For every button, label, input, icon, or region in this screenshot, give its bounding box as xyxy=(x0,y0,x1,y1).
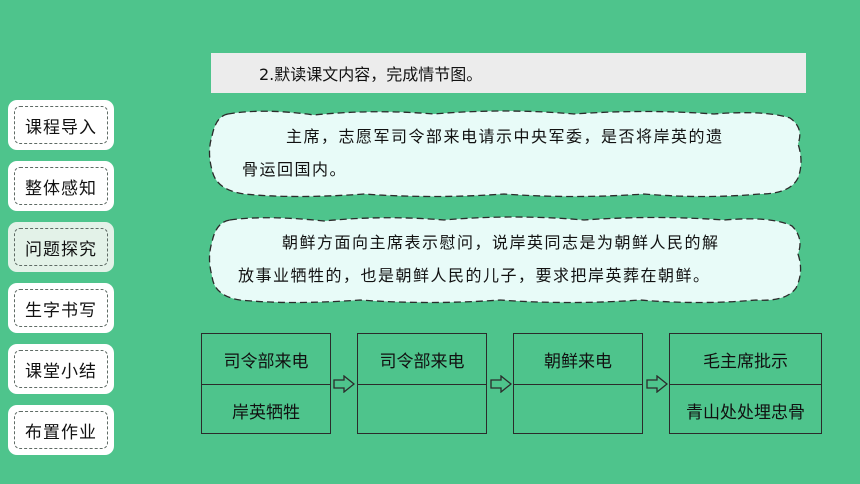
right-arrow-icon xyxy=(490,375,512,393)
quote-bubble-2: 朝鲜方面向主席表示慰问，说岸英同志是为朝鲜人民的解 放事业牺牲的，也是朝鲜人民的… xyxy=(204,212,808,306)
bubble-2-line-1: 朝鲜方面向主席表示慰问，说岸英同志是为朝鲜人民的解 xyxy=(282,233,720,252)
task-title-bar: 2.默读课文内容，完成情节图。 xyxy=(211,53,806,93)
nav-item-label: 问题探究 xyxy=(25,239,97,260)
flow-divider xyxy=(358,384,486,385)
bubble-2-line-2: 放事业牺牲的，也是朝鲜人民的儿子，要求把岸英葬在朝鲜。 xyxy=(238,266,711,285)
bubble-shape xyxy=(208,216,802,304)
flow-box-3-bottom[interactable] xyxy=(514,385,642,435)
bubble-1-line-2: 骨运回国内。 xyxy=(242,160,348,179)
task-title: 2.默读课文内容，完成情节图。 xyxy=(259,65,483,84)
nav-item-homework[interactable]: 布置作业 xyxy=(8,405,114,455)
flow-box-3-top: 朝鲜来电 xyxy=(544,351,612,372)
flow-box-1: 司令部来电 岸英牺牲 xyxy=(201,333,331,434)
flow-box-4-top: 毛主席批示 xyxy=(703,351,788,372)
bubble-1-line-1: 主席，志愿军司令部来电请示中央军委，是否将岸英的遗 xyxy=(286,127,724,146)
nav-item-problem-inquiry[interactable]: 问题探究 xyxy=(8,222,114,272)
nav-item-label: 课程导入 xyxy=(25,117,97,138)
nav-item-label: 生字书写 xyxy=(25,300,97,321)
nav-item-character-writing[interactable]: 生字书写 xyxy=(8,283,114,333)
flow-box-4-bottom: 青山处处埋忠骨 xyxy=(686,402,805,423)
flow-box-1-top: 司令部来电 xyxy=(223,351,309,372)
flow-divider xyxy=(202,384,330,385)
right-arrow-icon xyxy=(646,375,668,393)
nav-item-course-intro[interactable]: 课程导入 xyxy=(8,100,114,150)
flow-divider xyxy=(670,384,821,385)
right-arrow-icon xyxy=(333,375,355,393)
bubble-shape xyxy=(208,110,802,198)
flow-divider xyxy=(514,384,642,385)
nav-item-label: 课堂小结 xyxy=(25,361,97,382)
flow-box-3: 朝鲜来电 xyxy=(513,333,643,434)
flow-box-2: 司令部来电 xyxy=(357,333,487,434)
nav-item-label: 布置作业 xyxy=(25,422,97,443)
flow-box-2-bottom[interactable] xyxy=(358,385,486,435)
nav-item-overall-perception[interactable]: 整体感知 xyxy=(8,161,114,211)
flow-box-4: 毛主席批示 青山处处埋忠骨 xyxy=(669,333,822,434)
nav-item-class-summary[interactable]: 课堂小结 xyxy=(8,344,114,394)
flow-box-1-bottom: 岸英牺牲 xyxy=(232,402,300,423)
flow-box-2-top: 司令部来电 xyxy=(379,351,465,372)
quote-bubble-1: 主席，志愿军司令部来电请示中央军委，是否将岸英的遗 骨运回国内。 xyxy=(204,106,808,200)
nav-item-label: 整体感知 xyxy=(25,178,97,199)
